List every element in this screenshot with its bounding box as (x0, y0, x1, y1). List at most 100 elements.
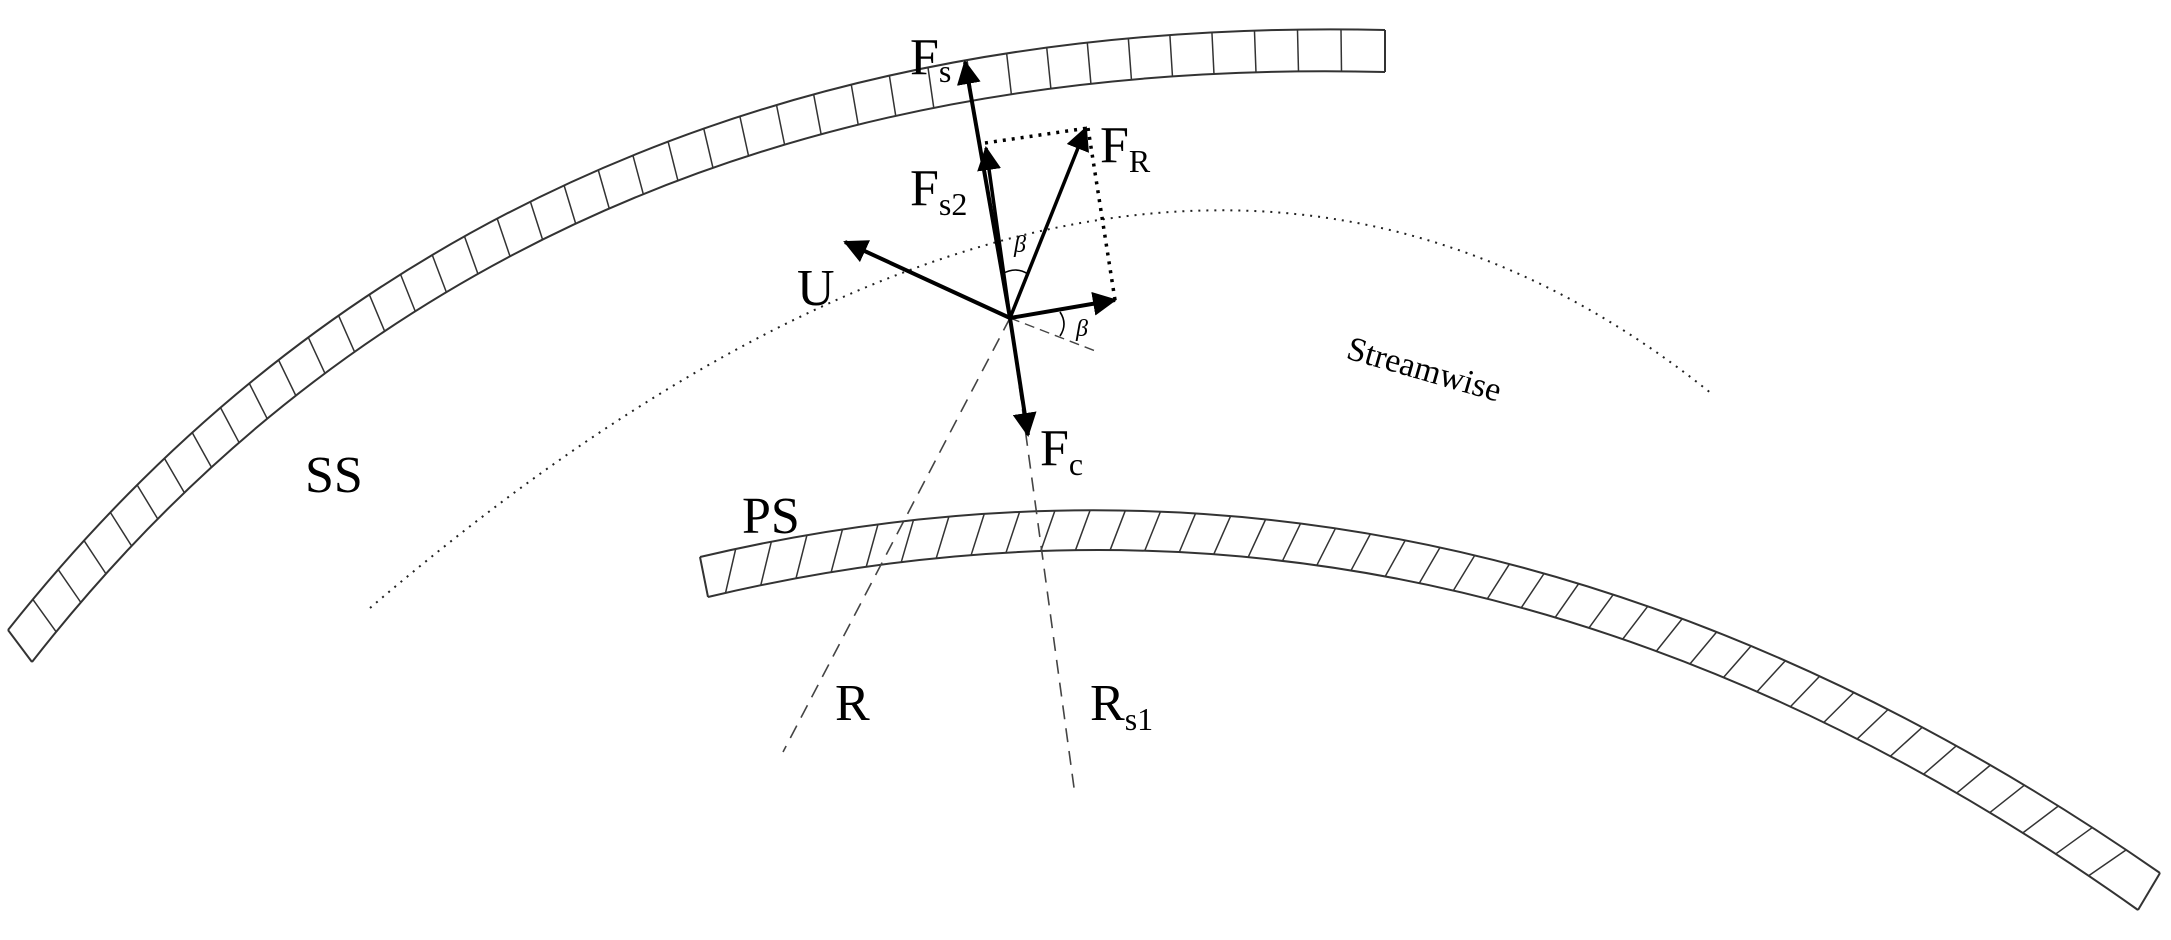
pressure-side-hatch-line (1213, 515, 1232, 555)
angle-arc-bottom (1059, 311, 1065, 337)
suction-side-inner-edge (31, 70, 1386, 663)
pressure-side-hatch-line (1178, 513, 1197, 553)
radius-line-r (782, 317, 1011, 753)
pressure-side-hatch-line (1350, 533, 1372, 571)
pressure-side-hatch-line (1109, 510, 1127, 551)
pressure-side-hatch-line (2088, 849, 2127, 877)
suction-side-hatch-line (431, 254, 448, 293)
pressure-side-hatch-line (1040, 510, 1056, 552)
suction-side-hatch-line (191, 432, 213, 468)
pressure-side-hatch-line (1384, 539, 1406, 577)
suction-side-hatch-line (57, 569, 82, 603)
label-fc: Fc (1040, 420, 1083, 482)
label-fs: Fs (910, 29, 951, 89)
label-fr: FR (1100, 117, 1151, 179)
pressure-side-hatch-line (1923, 745, 1957, 775)
pressure-side-hatch-line (2055, 826, 2093, 855)
pressure-side-hatch-line (1452, 555, 1476, 591)
pressure-side-hatch-line (1486, 563, 1511, 600)
suction-side-hatch-line (163, 458, 185, 494)
suction-side-hatch (32, 29, 1343, 633)
pressure-side-hatch-line (1316, 528, 1337, 566)
pressure-side-hatch-line (935, 516, 950, 559)
label-r: R (835, 675, 870, 732)
suction-side-hatch-line (1127, 38, 1133, 80)
suction-side-hatch-line (812, 94, 822, 135)
suction-side-hatch-line (1253, 30, 1257, 73)
suction-side-hatch-line (136, 484, 159, 520)
suction-side-hatch-line (337, 315, 356, 353)
suction-side-hatch-line (563, 185, 577, 224)
construction-dotted-right (1086, 127, 1117, 301)
suction-side-blade (7, 28, 1386, 663)
pressure-side-hatch-line (1889, 726, 1923, 757)
suction-side-hatch-line (597, 169, 610, 209)
pressure-side-hatch (724, 509, 2127, 877)
suction-side-hatch-line (927, 67, 935, 108)
pressure-side-hatch-line (760, 541, 773, 586)
suction-side-hatch-line (703, 128, 714, 168)
label-rs1: Rs1 (1090, 675, 1153, 737)
suction-side-hatch-line (739, 116, 750, 157)
pressure-side-hatch-line (1418, 547, 1441, 584)
suction-side-hatch-line (888, 75, 897, 116)
label-beta-top: β (1013, 232, 1026, 258)
pressure-side-hatch-line (1722, 645, 1752, 678)
streamwise-curve (369, 209, 1713, 609)
suction-side-outer-edge (7, 28, 1386, 631)
suction-side-hatch-line (219, 407, 240, 443)
suction-side-hatch-line (1340, 29, 1343, 72)
suction-side-hatch-line (307, 337, 326, 374)
suction-side-hatch-line (1086, 42, 1092, 84)
pressure-side-inner-edge (707, 549, 2139, 911)
pressure-side-hatch-line (2022, 805, 2059, 834)
pressure-side-blade (699, 509, 2161, 911)
pressure-side-hatch-line (900, 519, 915, 563)
label-beta-bottom: β (1075, 316, 1088, 342)
suction-side-hatch-line (529, 201, 544, 240)
label-streamwise: Streamwise (1343, 330, 1506, 409)
suction-side-hatch-line (368, 294, 386, 332)
arrow-u (843, 240, 1011, 320)
suction-side-cap-left (7, 629, 33, 663)
pressure-side-hatch-line (1281, 523, 1302, 562)
pressure-side-hatch-line (1689, 631, 1718, 665)
pressure-side-hatch-line (795, 534, 808, 579)
pressure-side-hatch-line (1655, 618, 1683, 652)
suction-side-hatch-line (248, 383, 268, 420)
pressure-side-hatch-line (1588, 594, 1614, 629)
arrow-streamwise-component (1009, 291, 1117, 320)
suction-side-hatch-line (399, 274, 416, 312)
suction-side-hatch-line (496, 218, 511, 257)
suction-side-hatch-line (1296, 29, 1300, 72)
label-fs2: Fs2 (910, 160, 967, 222)
pressure-side-hatch-line (1622, 605, 1649, 640)
pressure-side-hatch-line (1247, 519, 1267, 558)
pressure-side-cap-right (2137, 872, 2161, 911)
construction-dotted-top (984, 126, 1089, 145)
pressure-side-hatch-line (970, 513, 985, 556)
suction-side-hatch-line (1169, 34, 1174, 77)
pressure-side-hatch-line (1756, 660, 1786, 693)
suction-side-hatch-line (1211, 32, 1215, 74)
suction-side-hatch-line (32, 598, 57, 633)
suction-side-hatch-line (1005, 53, 1013, 95)
label-ps: PS (742, 488, 800, 545)
pressure-side-hatch-line (1005, 511, 1021, 553)
pressure-side-hatch-line (1856, 708, 1889, 740)
label-ss: SS (305, 447, 363, 504)
pressure-side-hatch-line (1789, 675, 1821, 708)
suction-side-hatch-line (463, 236, 479, 275)
pressure-side-hatch-line (830, 529, 844, 573)
pressure-side-hatch-line (1520, 573, 1545, 609)
pressure-side-hatch-line (724, 548, 737, 594)
pressure-side-hatch-line (1074, 509, 1091, 551)
suction-side-hatch-line (667, 141, 679, 181)
suction-side-hatch-line (850, 84, 859, 125)
label-u: U (797, 260, 835, 317)
suction-side-hatch-line (775, 104, 786, 145)
pressure-side-hatch-line (1956, 764, 1991, 794)
arrow-fc (1008, 317, 1037, 437)
angle-arc-top (1001, 269, 1029, 275)
